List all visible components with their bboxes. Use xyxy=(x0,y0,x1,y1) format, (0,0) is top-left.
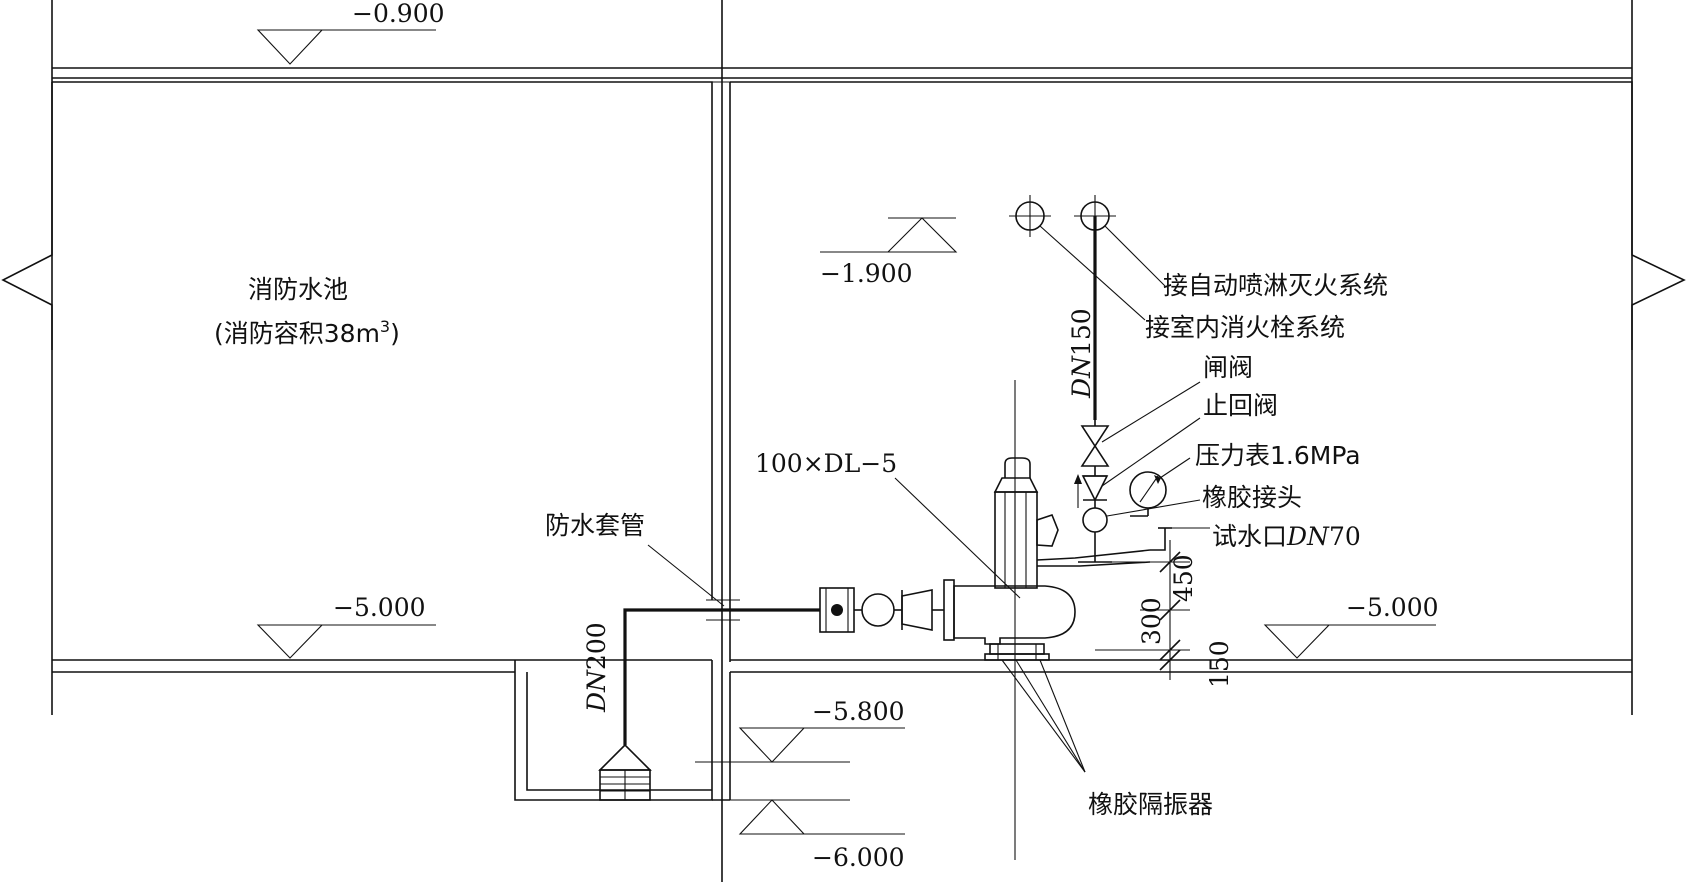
tank-capacity-label: (消防容积38m3) xyxy=(214,317,400,348)
check-valve-label: 止回阀 xyxy=(1203,391,1278,420)
dimension-150-label: 150 xyxy=(1205,640,1234,688)
roof-slab xyxy=(51,0,1633,79)
isolator-label: 橡胶隔振器 xyxy=(1088,790,1213,819)
hydrant-connection-label: 接室内消火栓系统 xyxy=(1145,313,1345,342)
rubber-joint-label: 橡胶接头 xyxy=(1202,483,1302,512)
pump-model-label: 100×DL−5 xyxy=(755,449,897,478)
pressure-gauge-label: 压力表1.6MPa xyxy=(1195,441,1361,470)
gate-valve-icon xyxy=(1080,425,1110,467)
dimension-450-label: 450 xyxy=(1169,554,1198,602)
elevation-floor-left-label: −5.000 xyxy=(333,593,426,622)
pump-room-walls xyxy=(730,81,1633,715)
riser-pipe-size-label: DN150 xyxy=(1067,308,1096,399)
central-wall xyxy=(712,0,731,882)
dimension-chain: 450 300 150 xyxy=(1095,540,1234,688)
elevation-pit-bottom-label: −6.000 xyxy=(812,843,905,872)
elevation-pit-top-label: −5.800 xyxy=(812,697,905,726)
pit-level-lines xyxy=(695,761,850,801)
suction-fittings xyxy=(819,579,955,641)
foot-valve-icon xyxy=(598,743,652,801)
left-break-line xyxy=(1,78,53,350)
dimension-300-label: 300 xyxy=(1137,597,1166,645)
pump-icon xyxy=(953,380,1151,860)
floor-slab xyxy=(52,659,1632,801)
hydrant-connection-icon xyxy=(1009,195,1051,237)
gate-valve-label: 闸阀 xyxy=(1203,353,1253,382)
test-port-pipe xyxy=(1150,527,1172,551)
waterproof-sleeve-callout: 防水套管 xyxy=(545,511,740,621)
elevation-marker-pit-top: −5.800 xyxy=(738,697,905,763)
suction-pipe-size-label: DN200 xyxy=(582,622,611,713)
test-port-label: 试水口DN70 xyxy=(1212,522,1361,551)
tank-name-label: 消防水池 xyxy=(248,275,348,304)
sprinkler-connection-icon xyxy=(1074,195,1116,237)
check-valve-icon xyxy=(1074,474,1109,508)
elevation-upper-label: −1.900 xyxy=(820,259,913,288)
suction-pipe: DN200 xyxy=(582,608,820,801)
elevation-marker-upper: −1.900 xyxy=(820,217,958,288)
connection-callouts: 接自动喷淋灭火系统 接室内消火栓系统 xyxy=(1039,225,1388,342)
elevation-marker-floor-right: −5.000 xyxy=(1263,593,1439,659)
waterproof-sleeve-label: 防水套管 xyxy=(545,511,645,540)
elevation-floor-right-label: −5.000 xyxy=(1346,593,1439,622)
pump-model-callout: 100×DL−5 xyxy=(755,449,1021,599)
isolator-callout: 橡胶隔振器 xyxy=(1001,659,1213,819)
elevation-top-label: −0.900 xyxy=(352,0,445,28)
valve-callouts: 闸阀 止回阀 压力表1.6MPa 橡胶接头 试水口DN70 xyxy=(1101,353,1361,551)
rubber-joint-icon xyxy=(1082,507,1108,533)
elevation-marker-floor-left: −5.000 xyxy=(256,593,436,659)
sprinkler-connection-label: 接自动喷淋灭火系统 xyxy=(1163,271,1388,300)
right-break-line xyxy=(1631,78,1686,350)
elevation-marker-pit-bottom: −6.000 xyxy=(738,799,905,872)
discharge-riser: DN150 xyxy=(1009,195,1172,563)
elevation-marker-top: −0.900 xyxy=(256,0,445,65)
